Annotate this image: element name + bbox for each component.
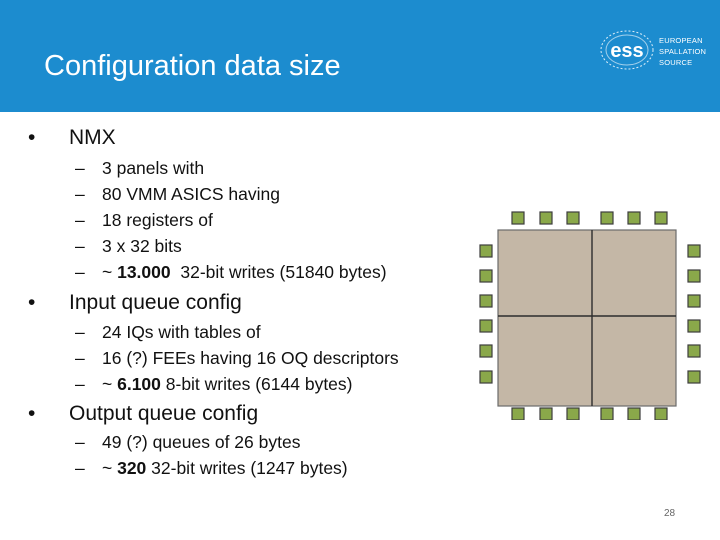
bullet-marker: • <box>28 291 36 314</box>
dash-marker: – <box>75 432 85 452</box>
ess-logo-mark-icon: ess <box>600 30 654 70</box>
sub-bullet: –3 panels with <box>75 158 204 179</box>
chip-pin <box>687 370 701 384</box>
chip-pin <box>627 407 641 420</box>
title-banner: Configuration data size ess EUROPEAN SPA… <box>0 0 720 112</box>
sub-bullet-text: 16 (?) FEEs having 16 OQ descriptors <box>102 348 399 368</box>
sub-bullet: –24 IQs with tables of <box>75 322 261 343</box>
chip-pin <box>687 344 701 358</box>
sub-bullet: –49 (?) queues of 26 bytes <box>75 432 300 453</box>
sub-bullet: –80 VMM ASICS having <box>75 184 280 205</box>
chip-pin <box>479 244 493 258</box>
chip-pin <box>479 294 493 308</box>
chip-pin <box>479 319 493 333</box>
bullet-marker: • <box>28 126 36 149</box>
chip-pin <box>479 269 493 283</box>
sub-bullet: –~ 13.000 32-bit writes (51840 bytes) <box>75 262 387 283</box>
chip-pin <box>566 407 580 420</box>
chip-pin <box>687 319 701 333</box>
sub-bullet: –~ 6.100 8-bit writes (6144 bytes) <box>75 374 353 395</box>
sub-bullet-bold: 13.000 <box>117 262 171 282</box>
chip-pin <box>511 211 525 225</box>
dash-marker: – <box>75 348 85 368</box>
bullet-heading: NMX <box>69 126 116 149</box>
bullet-heading: Output queue config <box>69 402 259 425</box>
chip-body <box>497 229 677 407</box>
chip-pin <box>687 269 701 283</box>
logo-mark-text: ess <box>610 40 643 62</box>
chip-pin <box>687 294 701 308</box>
sub-bullet-prefix: ~ <box>102 458 118 478</box>
sub-bullet-text: 49 (?) queues of 26 bytes <box>102 432 301 452</box>
chip-pin <box>627 211 641 225</box>
dash-marker: – <box>75 184 85 204</box>
dash-marker: – <box>75 158 85 178</box>
chip-pin <box>600 407 614 420</box>
sub-bullet-bold: 6.100 <box>117 374 161 394</box>
sub-bullet-suffix: 32-bit writes (51840 bytes) <box>170 262 387 282</box>
dash-marker: – <box>75 210 85 230</box>
logo-line-3: SOURCE <box>659 58 693 67</box>
chip-pin <box>511 407 525 420</box>
chip-pin <box>479 344 493 358</box>
slide-title: Configuration data size <box>44 50 341 82</box>
bullet-nmx: • NMX <box>28 126 116 150</box>
sub-bullet: –16 (?) FEEs having 16 OQ descriptors <box>75 348 399 369</box>
sub-bullet-suffix: 32-bit writes (1247 bytes) <box>146 458 348 478</box>
sub-bullet: –~ 320 32-bit writes (1247 bytes) <box>75 458 348 479</box>
ess-logo: ess EUROPEAN SPALLATION SOURCE <box>598 26 710 74</box>
dash-marker: – <box>75 458 85 478</box>
page-number: 28 <box>664 508 676 519</box>
sub-bullet: –3 x 32 bits <box>75 236 182 257</box>
dash-marker: – <box>75 236 85 256</box>
bullet-input-queue: • Input queue config <box>28 291 242 315</box>
sub-bullet: –18 registers of <box>75 210 213 231</box>
sub-bullet-text: 24 IQs with tables of <box>102 322 261 342</box>
sub-bullet-suffix: 8-bit writes (6144 bytes) <box>160 374 353 394</box>
logo-line-1: EUROPEAN <box>659 36 703 45</box>
bullet-marker: • <box>28 402 36 425</box>
chip-pin <box>566 211 580 225</box>
chip-pin <box>479 370 493 384</box>
sub-bullet-text: 80 VMM ASICS having <box>102 184 280 204</box>
dash-marker: – <box>75 262 85 282</box>
bullet-heading: Input queue config <box>69 291 242 314</box>
chip-pin <box>539 211 553 225</box>
chip-pin <box>654 407 668 420</box>
logo-line-2: SPALLATION <box>659 47 707 56</box>
chip-pin <box>687 244 701 258</box>
dash-marker: – <box>75 374 85 394</box>
sub-bullet-prefix: ~ <box>102 262 118 282</box>
chip-pin <box>600 211 614 225</box>
bullet-output-queue: • Output queue config <box>28 402 258 426</box>
chip-pin <box>539 407 553 420</box>
sub-bullet-bold: 320 <box>117 458 147 478</box>
sub-bullet-text: 18 registers of <box>102 210 213 230</box>
sub-bullet-text: 3 panels with <box>102 158 205 178</box>
chip-pin <box>654 211 668 225</box>
sub-bullet-text: 3 x 32 bits <box>102 236 182 256</box>
logo-wordmark: EUROPEAN SPALLATION SOURCE <box>659 35 706 68</box>
sub-bullet-prefix: ~ <box>102 374 118 394</box>
dash-marker: – <box>75 322 85 342</box>
ic-package-icon <box>479 211 701 420</box>
